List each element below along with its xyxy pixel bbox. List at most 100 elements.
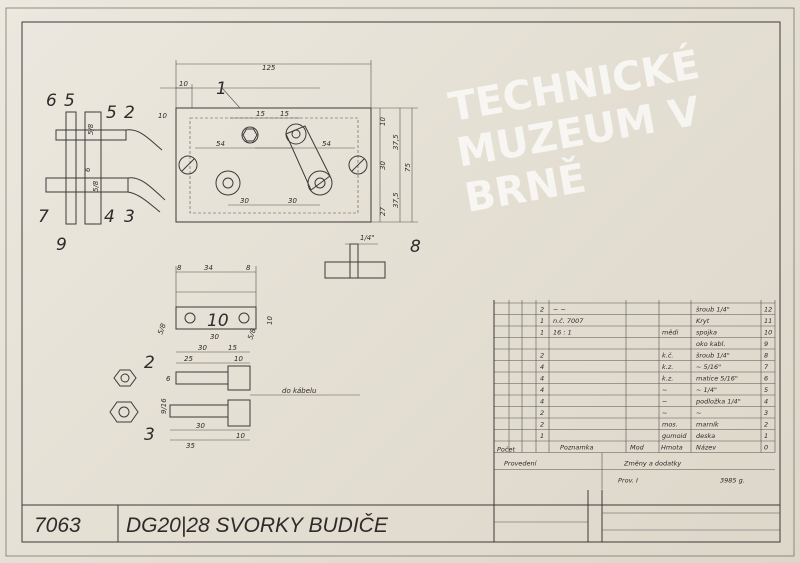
- dim-label: 10: [379, 117, 387, 126]
- cell-material: ~: [662, 409, 667, 417]
- header-material: Hmota: [661, 444, 683, 452]
- cell-name: ~ 5/16": [696, 363, 721, 371]
- dim-label: 6: [166, 375, 171, 383]
- cell-pos: 6: [764, 375, 768, 383]
- dim-label: 5/8: [156, 322, 168, 336]
- cell-name: podložka 1/4": [695, 398, 741, 406]
- part-label: 6: [46, 91, 57, 111]
- dim-label: 8: [246, 264, 251, 272]
- header-qty: Počet: [497, 446, 515, 454]
- dim-label: 125: [262, 64, 276, 72]
- drawing-number: 7063: [34, 514, 81, 537]
- part-label: 4: [104, 207, 115, 227]
- drawing-title: DG20|28 SVORKY BUDIČE: [126, 514, 389, 537]
- cell-name: ~ 1/4": [696, 386, 717, 394]
- dim-label: 30: [240, 197, 249, 205]
- table-row: 2~~3: [540, 409, 768, 417]
- cell-material: mědi: [662, 329, 678, 337]
- cell-qty: 4: [540, 386, 544, 394]
- cell-qty: 1: [540, 329, 544, 337]
- cell-pos: 7: [764, 363, 769, 371]
- part-label: 7: [38, 207, 49, 227]
- cell-material: mos.: [662, 421, 678, 429]
- cell-material: ~: [662, 398, 667, 406]
- cell-qty: 4: [540, 375, 544, 383]
- cell-pos: 12: [764, 306, 772, 314]
- dim-label: 10: [266, 316, 274, 325]
- part-label: 3: [124, 207, 135, 227]
- cell-qty: 2: [540, 409, 544, 417]
- cell-material: k.z.: [662, 363, 673, 371]
- top-view: 125 10 15 15 54 54 30 30 10 37,5 75 30 3…: [158, 60, 418, 223]
- cell-qty: 1: [540, 432, 544, 440]
- cell-pos: 11: [764, 317, 772, 325]
- dim-label: 30: [379, 161, 387, 170]
- cell-material: k.z.: [662, 375, 673, 383]
- part-label: 10: [207, 311, 229, 331]
- dim-label: 6: [84, 167, 92, 172]
- dim-label: 15: [280, 110, 289, 118]
- detail-2-3: do kábelu 30 25 15 10 6 35 30 10 9/16 2 …: [109, 344, 360, 450]
- dim-label: 10: [179, 80, 188, 88]
- dim-label: 54: [216, 140, 225, 148]
- cell-name: deska: [696, 432, 715, 440]
- cell-note: 16 : 1: [553, 329, 572, 337]
- table-header: Počet Poznamka Mod Hmota Název 0: [497, 444, 768, 454]
- dim-label: 54: [322, 140, 331, 148]
- part-label: 2: [124, 103, 135, 123]
- dim-label: 10: [158, 112, 167, 120]
- prov-label: Prov. I: [618, 477, 638, 485]
- changes-label: Změny a dodatky: [623, 460, 681, 468]
- drawing-frame: [21, 21, 781, 543]
- cell-note: n.č. 7007: [553, 317, 584, 325]
- dim-label: 30: [210, 333, 219, 341]
- dim-label: 1/4": [360, 234, 375, 242]
- cell-material: gumoid: [662, 432, 687, 440]
- table-row: 4 ~ podložka 1/4" 4: [540, 398, 768, 406]
- header-name: Název: [696, 444, 716, 452]
- cell-qty: 2: [540, 352, 544, 360]
- dim-label: 5/8: [92, 180, 100, 192]
- dim-label: 75: [404, 163, 412, 172]
- year-label: 3985 g.: [720, 477, 745, 485]
- cell-name: ~: [696, 409, 701, 417]
- cell-pos: 5: [764, 386, 768, 394]
- cell-name: spojka: [696, 329, 717, 337]
- cell-pos: 2: [764, 421, 768, 429]
- part-label: 3: [144, 425, 155, 445]
- dim-label: 37,5: [392, 134, 400, 150]
- table-row: oko kabl.9: [696, 340, 768, 348]
- header-mod: Mod: [630, 444, 645, 452]
- part-label: 5: [106, 103, 117, 123]
- cell-qty: 2: [540, 421, 544, 429]
- dim-label: 30: [196, 422, 205, 430]
- header-pos: 0: [764, 444, 768, 452]
- cell-pos: 4: [764, 398, 768, 406]
- table-row: 2~ ~šroub 1/4"12: [540, 306, 772, 314]
- header-note: Poznamka: [560, 444, 594, 452]
- sheet-edge: [5, 7, 795, 557]
- provedeni-label: Provedení: [504, 460, 538, 468]
- dim-label: 5/8: [246, 327, 258, 341]
- cell-qty: 1: [540, 317, 544, 325]
- note-cable: do kábelu: [282, 387, 317, 395]
- dim-label: 30: [198, 344, 207, 352]
- title-block: 7063 DG20|28 SVORKY BUDIČE: [22, 300, 780, 542]
- dim-label: 30: [288, 197, 297, 205]
- cell-note: ~ ~: [553, 306, 566, 314]
- part-label: 5: [64, 91, 75, 111]
- cell-name: šroub 1/4": [696, 352, 730, 360]
- dim-label: 25: [184, 355, 193, 363]
- dim-label: 15: [228, 344, 237, 352]
- cell-material: ~: [662, 386, 667, 394]
- detail-8: 1/4" 8: [324, 234, 421, 279]
- cell-qty: 4: [540, 398, 544, 406]
